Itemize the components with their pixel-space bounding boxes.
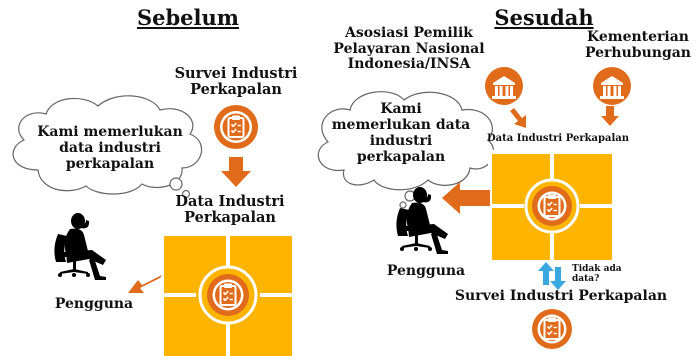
before-survey-label-line-2: Perkapalan [190, 81, 282, 99]
after-cloud-bubble-small [399, 201, 407, 209]
after-arrow-to-user [442, 182, 490, 214]
before-survey-label-line-1: Survei Industri [174, 65, 298, 82]
after-user-label: Pengguna [386, 263, 466, 279]
after-title: Sesudah [494, 5, 594, 30]
before-user-icon [54, 213, 106, 280]
before-thought-cloud [12, 95, 203, 195]
insa-icon-circle [485, 67, 523, 105]
after-thought-cloud [317, 91, 495, 191]
after-cloud-line-1: Kami [380, 101, 422, 117]
before-data-label-line-1: Data Industri [175, 193, 285, 210]
insa-label-line-1: Asosiasi Pemilik [345, 25, 473, 41]
after-survey-label: Survei Industri Perkapalan [454, 288, 668, 304]
before-title: Sebelum [136, 5, 240, 30]
after-cloud-line-4: perkapalan [356, 149, 446, 166]
down-arrow-blue [550, 267, 566, 290]
after-user-icon [396, 187, 448, 254]
before-cloud-line-3: perkapalan [65, 156, 155, 173]
insa-label-line-3: Indonesia/INSA [347, 56, 471, 73]
before-data-label: Data Industri Perkapalan [160, 193, 300, 227]
insa-label-line-2: Pelayaran Nasional [333, 40, 485, 57]
before-data-label-line-2: Perkapalan [184, 209, 276, 227]
before-survey-label: Survei Industri Perkapalan [166, 65, 306, 99]
before-down-arrow [221, 157, 251, 187]
up-arrow-blue [538, 262, 554, 285]
before-cloud-bubble-large [169, 177, 183, 191]
before-cloud-line-2: data industri [59, 140, 161, 157]
insa-label: Asosiasi Pemilik Pelayaran Nasional Indo… [328, 25, 490, 73]
after-cloud-line-2: memerlukan data [331, 117, 471, 134]
before-cloud-line-1: Kami memerlukan [37, 124, 183, 140]
question-line-1: Tidak ada [572, 264, 622, 274]
after-data-label: Data Industri Perkapalan [486, 133, 630, 144]
after-cloud-text: Kami memerlukan data industri perkapalan [320, 101, 482, 165]
ministry-label-line-2: Perhubungan [585, 44, 691, 61]
insa-down-arrow [510, 108, 526, 128]
before-cloud-bubble-small [181, 189, 191, 199]
missing-data-question: Tidak ada data? [572, 264, 632, 284]
question-line-2: data? [572, 274, 600, 285]
ministry-down-arrow [601, 106, 619, 126]
ministry-label: Kementerian Perhubungan [580, 29, 696, 61]
before-user-label: Pengguna [54, 296, 134, 312]
after-cloud-line-3: industri [369, 133, 433, 150]
before-arrow-to-user [128, 275, 162, 293]
ministry-icon-circle [593, 67, 631, 105]
before-cloud-text: Kami memerlukan data industri perkapalan [20, 124, 200, 172]
ministry-label-line-1: Kementerian [587, 29, 689, 45]
